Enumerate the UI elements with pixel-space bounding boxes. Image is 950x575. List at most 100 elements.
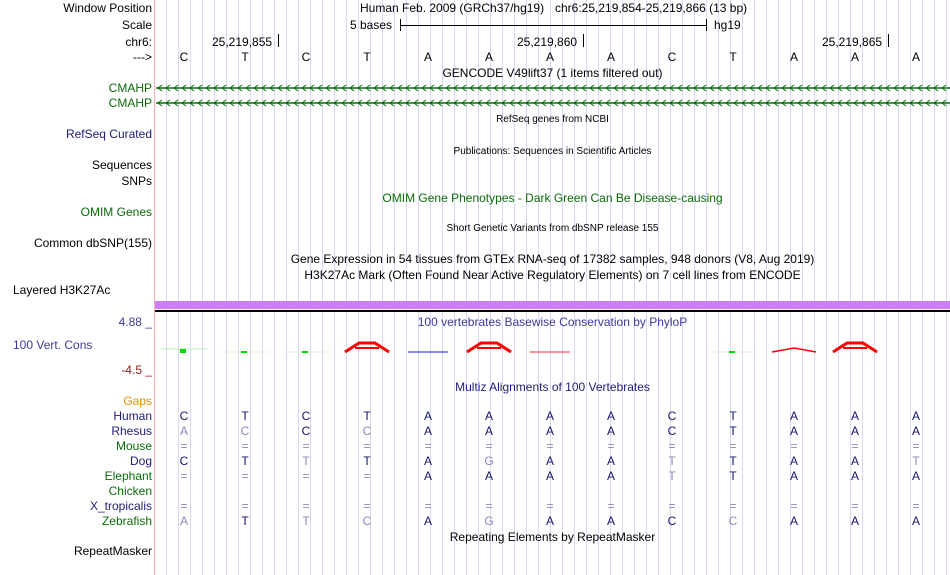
- strand-arrow-icon: [277, 84, 283, 92]
- label-scale: Scale: [121, 18, 152, 32]
- strand-arrow-icon: [389, 84, 395, 92]
- sequence-base: A: [789, 50, 798, 64]
- strand-arrow-icon: [205, 99, 211, 107]
- label-species-human[interactable]: Human: [113, 409, 152, 423]
- alignment-base: =: [607, 499, 615, 513]
- alignment-base: T: [729, 409, 737, 423]
- label-refseq-curated[interactable]: RefSeq Curated: [65, 127, 152, 141]
- strand-arrow-icon: [717, 99, 723, 107]
- label-species-x_tropicalis[interactable]: X_tropicalis: [89, 499, 152, 513]
- alignment-base: =: [851, 499, 859, 513]
- label-chrom: chr6:: [125, 35, 152, 49]
- strand-arrow-icon: [277, 99, 283, 107]
- alignment-base: G: [484, 514, 494, 528]
- strand-arrow-icon: [661, 99, 667, 107]
- alignment-base: A: [850, 424, 859, 438]
- label-species-zebrafish[interactable]: Zebrafish: [101, 514, 152, 528]
- strand-arrow-icon: [861, 99, 867, 107]
- alignment-base: =: [241, 469, 249, 483]
- strand-arrow-icon: [573, 84, 579, 92]
- dbsnp-track-title: Short Genetic Variants from dbSNP releas…: [446, 223, 659, 234]
- alignment-base: =: [363, 499, 371, 513]
- strand-arrow-icon: [773, 84, 779, 92]
- label-layered-h3k27ac[interactable]: Layered H3K27Ac: [13, 283, 111, 297]
- strand-arrow-icon: [357, 84, 363, 92]
- label-cons-min: -4.5 _: [121, 363, 152, 377]
- strand-arrow-icon: [837, 99, 843, 107]
- alignment-base: T: [729, 454, 737, 468]
- strand-arrow-icon: [349, 84, 355, 92]
- alignment-base: =: [851, 439, 859, 453]
- strand-arrow-icon: [757, 99, 763, 107]
- strand-arrow-icon: [621, 99, 627, 107]
- sequence-base: A: [911, 50, 920, 64]
- alignment-base: =: [363, 439, 371, 453]
- alignment-base: T: [241, 454, 249, 468]
- strand-arrow-icon: [253, 84, 259, 92]
- alignment-base: A: [545, 469, 554, 483]
- label-100-vert-cons[interactable]: 100 Vert. Cons: [13, 338, 93, 352]
- sequence-base: C: [179, 50, 189, 64]
- assembly-title: Human Feb. 2009 (GRCh37/hg19): [360, 1, 545, 15]
- strand-arrow-icon: [885, 84, 891, 92]
- label-sequences[interactable]: Sequences: [91, 158, 152, 172]
- strand-arrow-icon: [461, 84, 467, 92]
- alignment-base: T: [363, 454, 371, 468]
- strand-arrow-icon: [853, 99, 859, 107]
- label-species-elephant[interactable]: Elephant: [104, 469, 152, 483]
- label-species-dog[interactable]: Dog: [129, 454, 152, 468]
- label-cmahp-1[interactable]: CMAHP: [108, 81, 152, 95]
- alignment-base: T: [241, 409, 249, 423]
- alignment-base: A: [423, 514, 432, 528]
- alignment-base: A: [179, 424, 188, 438]
- alignment-base: A: [911, 514, 920, 528]
- strand-arrow-icon: [261, 84, 267, 92]
- label-gaps[interactable]: Gaps: [123, 394, 152, 408]
- label-omim-genes[interactable]: OMIM Genes: [80, 205, 152, 219]
- label-species-mouse[interactable]: Mouse: [115, 439, 152, 453]
- strand-arrow-icon: [429, 99, 435, 107]
- alignment-base: T: [302, 514, 310, 528]
- strand-arrow-icon: [381, 84, 387, 92]
- alignment-base: A: [850, 454, 859, 468]
- strand-arrow-icon: [293, 84, 299, 92]
- alignment-base: A: [423, 409, 432, 423]
- strand-arrow-icon: [877, 84, 883, 92]
- label-snps[interactable]: SNPs: [121, 174, 152, 188]
- label-species-rhesus[interactable]: Rhesus: [111, 424, 152, 438]
- strand-arrow-icon: [933, 99, 939, 107]
- h3k27ac-signal-bar[interactable]: [155, 301, 950, 309]
- alignment-base: =: [912, 439, 920, 453]
- strand-arrow-icon: [901, 99, 907, 107]
- strand-arrow-icon: [501, 99, 507, 107]
- strand-arrow-icon: [917, 84, 923, 92]
- strand-arrow-icon: [597, 99, 603, 107]
- strand-arrow-icon: [629, 99, 635, 107]
- label-cmahp-2[interactable]: CMAHP: [108, 96, 152, 110]
- strand-arrow-icon: [477, 99, 483, 107]
- strand-arrow-icon: [845, 99, 851, 107]
- strand-arrow-icon: [197, 99, 203, 107]
- strand-arrow-icon: [213, 99, 219, 107]
- alignment-base: A: [545, 409, 554, 423]
- phylop-mark: [466, 341, 512, 354]
- alignment-base: =: [241, 439, 249, 453]
- strand-arrow-icon: [589, 99, 595, 107]
- strand-arrow-icon: [397, 99, 403, 107]
- label-common-dbsnp[interactable]: Common dbSNP(155): [33, 236, 152, 250]
- cmahp-gene-1[interactable]: [156, 84, 950, 92]
- label-strand[interactable]: --->: [133, 50, 152, 64]
- strand-arrow-icon: [597, 84, 603, 92]
- strand-arrow-icon: [797, 99, 803, 107]
- alignment-base: =: [607, 439, 615, 453]
- strand-arrow-icon: [549, 99, 555, 107]
- strand-arrow-icon: [509, 99, 515, 107]
- cmahp-gene-2[interactable]: [156, 99, 950, 107]
- scale-db: hg19: [714, 18, 741, 32]
- strand-arrow-icon: [637, 84, 643, 92]
- alignment-base: T: [241, 514, 249, 528]
- label-species-chicken[interactable]: Chicken: [108, 484, 152, 498]
- phylop-mark: [283, 351, 329, 353]
- label-repeatmasker[interactable]: RepeatMasker: [73, 544, 152, 558]
